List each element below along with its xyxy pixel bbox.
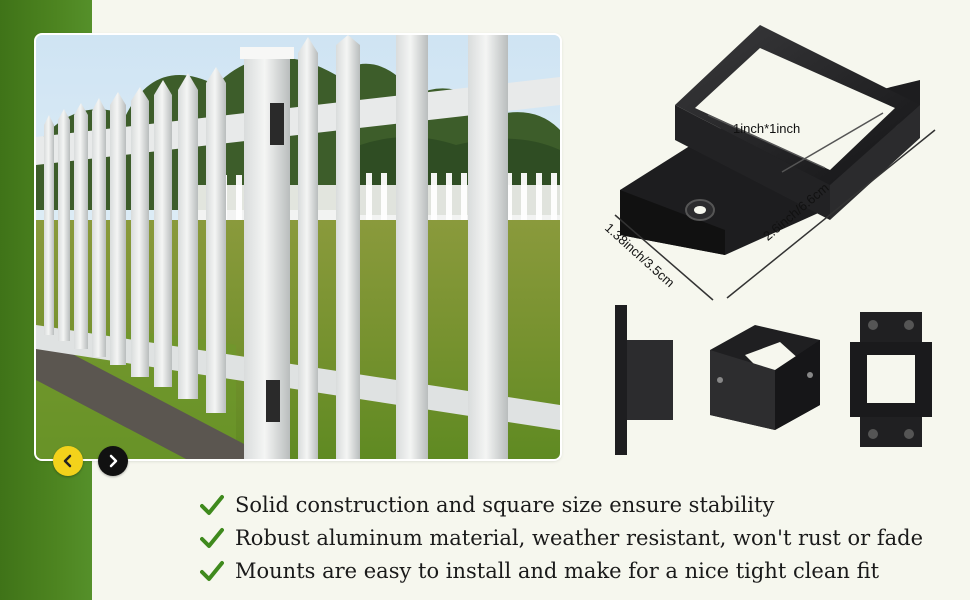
feature-list: Solid construction and square size ensur… xyxy=(200,488,923,587)
bracket-angled-view xyxy=(710,325,820,430)
chevron-right-icon xyxy=(109,454,118,468)
feature-text: Mounts are easy to install and make for … xyxy=(235,558,880,583)
bracket-side-view xyxy=(615,305,673,455)
feature-text: Solid construction and square size ensur… xyxy=(235,492,775,517)
bracket-main-image xyxy=(614,25,936,301)
next-image-button[interactable] xyxy=(98,446,128,476)
opening-size-label: 1inch*1inch xyxy=(733,121,801,136)
feature-text: Robust aluminum material, weather resist… xyxy=(235,525,924,550)
check-icon xyxy=(200,527,224,548)
feature-item: Mounts are easy to install and make for … xyxy=(200,554,923,587)
bracket-views-image xyxy=(615,305,932,455)
bracket-front-view xyxy=(850,312,932,447)
check-icon xyxy=(200,560,224,581)
chevron-left-icon xyxy=(63,454,72,468)
previous-image-button[interactable] xyxy=(53,446,83,476)
feature-item: Solid construction and square size ensur… xyxy=(200,488,923,521)
fence-photo xyxy=(36,35,560,459)
check-icon xyxy=(200,494,224,515)
feature-item: Robust aluminum material, weather resist… xyxy=(200,521,923,554)
